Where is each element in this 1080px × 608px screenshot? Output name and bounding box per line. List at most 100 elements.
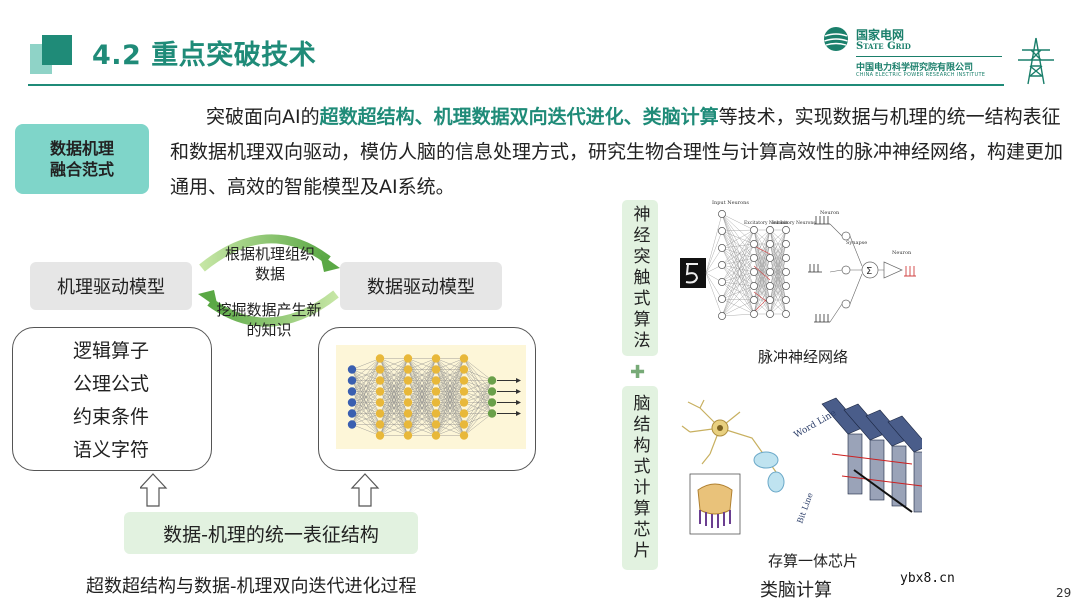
nn-edge xyxy=(379,358,409,425)
para-highlight: 超数超结构、机理数据双向迭代进化、类脑计算 xyxy=(319,106,719,128)
logic-item: 语义字符 xyxy=(72,439,149,461)
nn-node xyxy=(487,387,497,396)
snn-edge xyxy=(753,229,771,287)
snn-node xyxy=(782,240,790,248)
nn-edge xyxy=(379,424,409,436)
bidirectional-arrows xyxy=(198,234,340,327)
nn-edge xyxy=(407,424,437,436)
logic-items-list: 逻辑算子 公理公式 约束条件 语义字符 xyxy=(12,335,210,467)
snn-input-edge xyxy=(705,272,723,317)
up-arrows xyxy=(140,473,380,507)
chip-bit-line-pillar xyxy=(913,451,922,513)
snn-edge xyxy=(721,243,755,283)
badge-line-2: 融合范式 xyxy=(49,160,114,179)
snn-edge xyxy=(721,257,755,266)
nn-node xyxy=(459,387,469,396)
nn-node xyxy=(375,354,385,363)
snn-edge xyxy=(769,285,787,315)
snn-edge xyxy=(721,213,755,301)
nn-edge xyxy=(463,402,493,436)
snn-label-synapse: Synapse xyxy=(846,240,867,246)
snn-label-excitatory: Excitatory Neurons xyxy=(744,220,789,226)
spike-trains xyxy=(808,216,830,323)
nn-edge xyxy=(435,391,465,436)
nn-edge xyxy=(351,358,381,381)
snn-edge xyxy=(721,213,755,287)
nn-edge xyxy=(379,358,409,392)
snn-node xyxy=(750,226,758,234)
nn-edge xyxy=(463,380,493,425)
nn-node xyxy=(431,431,441,440)
snn-edge xyxy=(721,243,755,266)
snn-node xyxy=(750,282,758,290)
nn-edge xyxy=(463,391,493,436)
nn-node xyxy=(487,376,497,385)
bit-line-label: Bit Line xyxy=(795,491,814,524)
nn-edge xyxy=(463,380,493,436)
nn-edge xyxy=(435,413,465,436)
snn-edge xyxy=(721,298,755,301)
nn-edge xyxy=(351,358,381,414)
cim-chip-caption: 存算一体芯片 xyxy=(768,552,859,570)
nn-edge xyxy=(463,369,493,381)
snn-node xyxy=(750,240,758,248)
snn-edge xyxy=(721,285,755,300)
snn-edge xyxy=(721,229,755,283)
arrow-bottom xyxy=(207,290,339,327)
snn-node xyxy=(766,282,774,290)
nn-edge xyxy=(351,369,381,425)
logic-item: 约束条件 xyxy=(72,406,149,428)
nn-edge xyxy=(463,413,493,436)
header-divider xyxy=(28,84,1004,86)
para-text-2: 等技术，实现数据与机理的统一结构表征和数据机理双向驱动，模仿人脑的信息处理方式，… xyxy=(170,106,1064,198)
snn-edge xyxy=(721,230,755,287)
nn-node xyxy=(403,365,413,374)
nn-node xyxy=(375,431,385,440)
snn-node xyxy=(766,310,774,318)
chip-word-line-bar xyxy=(887,415,922,453)
snn-edge xyxy=(721,213,755,259)
nn-edge xyxy=(407,358,437,414)
snn-edge xyxy=(721,247,755,315)
snn-node xyxy=(766,254,774,262)
nn-edge xyxy=(379,391,409,436)
snn-node xyxy=(782,296,790,304)
snn-node xyxy=(750,310,758,318)
snn-node xyxy=(718,312,726,320)
nn-edge xyxy=(351,380,381,425)
nn-node xyxy=(403,420,413,429)
snn-node xyxy=(750,296,758,304)
logic-item: 公理公式 xyxy=(72,373,149,395)
snn-edge xyxy=(769,257,787,315)
nn-edge xyxy=(407,358,437,425)
snn-edge xyxy=(721,257,755,317)
para-text-1: 突破面向AI的 xyxy=(206,106,320,128)
page-number: 29 xyxy=(1056,586,1072,600)
nn-node xyxy=(347,365,357,374)
nn-node xyxy=(347,387,357,396)
nn-edge xyxy=(463,380,493,403)
snn-node xyxy=(782,310,790,318)
nn-node xyxy=(375,420,385,429)
cim-chip-illustration: Word Line Bit Line xyxy=(793,397,922,525)
arrow-bottom-label: 挖掘数据产生新的知识 xyxy=(216,301,322,339)
snn-input-edge xyxy=(705,272,723,300)
nn-edge xyxy=(463,380,493,392)
nn-edge xyxy=(435,358,465,392)
nn-edge xyxy=(379,413,409,436)
nn-edge xyxy=(351,402,381,425)
nn-edge xyxy=(435,424,465,436)
mechanism-model-box: 机理驱动模型 xyxy=(30,262,192,310)
snn-input-edge xyxy=(705,230,723,274)
nn-node xyxy=(431,409,441,418)
nn-node xyxy=(487,398,497,407)
snn-node xyxy=(718,227,726,235)
nn-edge xyxy=(351,358,381,403)
snn-edge xyxy=(721,264,755,287)
nn-edge xyxy=(435,369,465,436)
nn-node xyxy=(403,376,413,385)
snn-node xyxy=(718,278,726,286)
nn-edge xyxy=(351,358,381,370)
nn-node xyxy=(375,409,385,418)
snn-edge xyxy=(721,213,755,273)
